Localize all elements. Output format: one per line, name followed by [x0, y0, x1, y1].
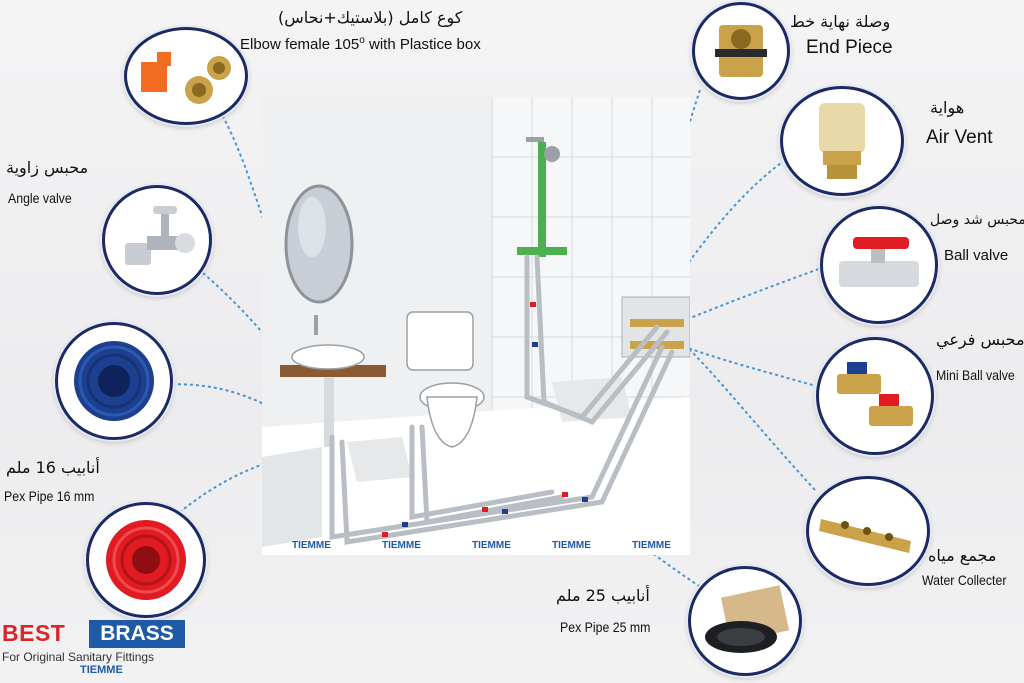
- pex25-label-en: Pex Pipe 25 mm: [560, 619, 651, 635]
- bathroom-scene: [262, 97, 690, 555]
- angle-valve-icon: [125, 206, 195, 265]
- watermark-3: TIEMME: [472, 540, 511, 551]
- pex-25-coil-icon: [705, 585, 790, 653]
- end-piece-label-en: End Piece: [806, 37, 893, 58]
- ball-valve-label-ar: محبس شد وصل: [930, 212, 1024, 228]
- water-collector-circle: [806, 476, 930, 586]
- pex-25-circle: [688, 566, 802, 676]
- watermark-5: TIEMME: [632, 540, 671, 551]
- pex16-label-en: Pex Pipe 16 mm: [4, 488, 95, 504]
- end-piece-circle: [692, 2, 790, 100]
- mini-ball-label-en: Mini Ball valve: [936, 367, 1015, 383]
- mini-ball-valve-icon: [837, 362, 913, 426]
- mini-ball-label-ar: محبس فرعي: [936, 330, 1024, 349]
- pex16-label-ar: أنابيب 16 ملم: [6, 458, 100, 477]
- end-piece-label-ar: وصلة نهاية خط: [790, 12, 891, 31]
- brand-tagline: For Original Sanitary Fittings: [2, 650, 155, 664]
- air-vent-label-ar: هواية: [930, 98, 965, 117]
- elbow-label-ar: كوع كامل (بلاستيك+نحاس): [278, 8, 463, 27]
- ball-valve-icon: [839, 237, 919, 287]
- brand-brass-text: BRASS: [89, 620, 185, 648]
- angle-valve-label-ar: محبس زاوية: [6, 158, 89, 177]
- pex-16-red-circle: [86, 502, 206, 618]
- water-collector-icon: [819, 519, 911, 553]
- angle-valve-label-en: Angle valve: [8, 190, 72, 206]
- watermark-2: TIEMME: [382, 540, 421, 551]
- pex25-label-ar: أنابيب 25 ملم: [556, 586, 650, 605]
- watermark-1: TIEMME: [292, 540, 331, 551]
- pex-16-blue-circle: [55, 322, 173, 440]
- elbow-fitting-icon: [141, 52, 231, 104]
- brand-tiemme: TIEMME: [80, 664, 123, 676]
- elbow-label-en: Elbow female 105o with Plastice box: [240, 35, 481, 53]
- air-vent-circle: [780, 86, 904, 196]
- end-piece-icon: [715, 25, 767, 77]
- red-pipe-coil-icon: [106, 520, 186, 600]
- mini-ball-valve-circle: [816, 337, 934, 455]
- collector-label-ar: مجمع مياه: [928, 546, 997, 565]
- ball-valve-circle: [820, 206, 938, 324]
- air-vent-icon: [819, 103, 865, 179]
- collector-label-en: Water Collecter: [922, 572, 1007, 588]
- air-vent-label-en: Air Vent: [926, 127, 993, 148]
- blue-pipe-coil-icon: [74, 341, 154, 421]
- elbow-fitting-circle: [124, 27, 248, 125]
- watermark-4: TIEMME: [552, 540, 591, 551]
- ball-valve-label-en: Ball valve: [944, 247, 1009, 264]
- brand-best-text: BEST: [2, 620, 66, 646]
- angle-valve-circle: [102, 185, 212, 295]
